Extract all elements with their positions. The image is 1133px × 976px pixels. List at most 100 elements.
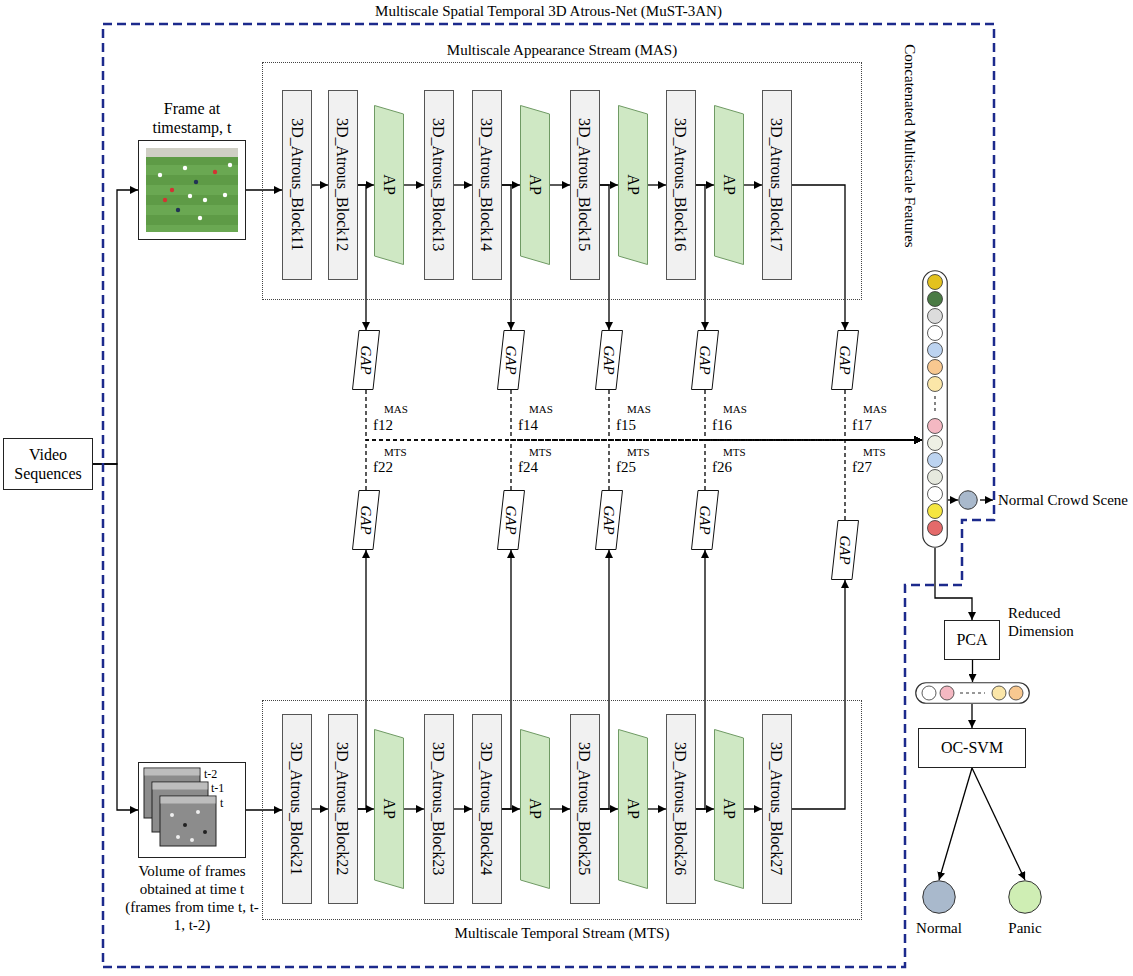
field-photo-part	[176, 208, 180, 212]
pooling-layer: AP	[714, 105, 744, 265]
feature-superscript: MAS	[723, 403, 747, 416]
stream-box-text: Multiscale Appearance Stream (MAS)	[447, 41, 677, 59]
feature-label: f24	[518, 458, 538, 476]
field-photo-part	[146, 148, 238, 157]
atrous-block-text: 3D_Atrous_Block16	[671, 118, 690, 251]
feature-superscript: MAS	[384, 403, 408, 416]
field-photo-part	[158, 173, 162, 177]
class-circle-shape	[1009, 881, 1042, 914]
pooling-layer-text: AP	[525, 175, 544, 195]
gap-layer: GAP	[352, 490, 380, 550]
flow-arrow	[972, 660, 973, 682]
frame-stack-part	[160, 796, 216, 846]
atrous-block-text: 3D_Atrous_Block25	[575, 742, 594, 875]
feature-connector	[705, 440, 922, 490]
field-photo-part	[194, 180, 198, 184]
gap-layer-shape	[596, 491, 623, 550]
reduced-dots	[922, 686, 1023, 700]
flow-arrow	[358, 185, 366, 330]
class-circle: Normal	[922, 880, 956, 914]
flow-arrow	[792, 580, 845, 809]
pooling-layer: AP	[374, 105, 404, 265]
gap-layer: GAP	[595, 330, 623, 390]
reduced-dots-part	[960, 692, 985, 693]
output-circle: Normal Crowd Scene	[958, 490, 978, 510]
field-photo-part	[203, 198, 207, 202]
feature-superscript: MTS	[723, 446, 746, 459]
pooling-layer-shape	[715, 106, 744, 265]
feature-dots-part	[928, 487, 943, 502]
feature-label: f14	[518, 416, 538, 434]
pooling-layer: AP	[520, 105, 550, 265]
stream-box: Multiscale Appearance Stream (MAS)3D_Atr…	[262, 62, 862, 300]
atrous-block-text: 3D_Atrous_Block27	[767, 742, 786, 875]
pooling-layer-text: AP	[623, 799, 642, 819]
pooling-layer-text: AP	[623, 175, 642, 195]
feature-dots-part	[934, 396, 935, 414]
feature-vector-text: Concatenated Multiscale Features	[901, 44, 919, 247]
pooling-layer: AP	[618, 105, 648, 265]
flow-arrow	[502, 550, 511, 809]
atrous-block: 3D_Atrous_Block17	[762, 90, 792, 280]
feature-vector-outline	[922, 270, 948, 548]
gap-layer-shape	[353, 491, 380, 550]
atrous-block: 3D_Atrous_Block24	[472, 714, 502, 904]
gap-layer-text: GAP	[696, 345, 714, 374]
time-label: t-1	[211, 781, 224, 795]
field-photo-part	[163, 198, 167, 202]
frame-stack-part	[161, 797, 216, 804]
pooling-layer-text: AP	[719, 799, 738, 819]
flow-arrow	[358, 550, 366, 809]
gap-layer-text: GAP	[836, 535, 854, 564]
atrous-block: 3D_Atrous_Block27	[762, 714, 792, 904]
atrous-block: 3D_Atrous_Block14	[472, 90, 502, 280]
feature-superscript: MTS	[384, 446, 407, 459]
pooling-layer: AP	[520, 729, 550, 889]
feature-connector	[366, 390, 922, 440]
atrous-block-text: 3D_Atrous_Block23	[429, 742, 448, 875]
flow-arrow	[792, 185, 845, 330]
feature-connector	[705, 390, 922, 440]
pooling-layer: AP	[618, 729, 648, 889]
atrous-block: 3D_Atrous_Block12	[328, 90, 358, 280]
feature-label: f16	[712, 416, 732, 434]
gap-layer: GAP	[497, 330, 525, 390]
pooling-layer-shape	[521, 106, 550, 265]
feature-connector	[609, 390, 922, 440]
feature-label: f27	[852, 458, 872, 476]
reduced-dots-part	[992, 686, 1006, 700]
atrous-block-text: 3D_Atrous_Block22	[333, 742, 352, 875]
stream-box: Multiscale Temporal Stream (MTS)3D_Atrou…	[262, 700, 862, 920]
input-box-text: Video Sequences	[7, 445, 89, 483]
field-photo-part	[170, 188, 174, 192]
feature-label: f26	[712, 458, 732, 476]
flow-arrow	[971, 704, 972, 728]
field-photo-part	[213, 170, 217, 174]
flow-arrow	[93, 464, 138, 810]
feature-superscript: MAS	[863, 403, 887, 416]
flow-arrow	[312, 184, 328, 185]
reduced-dots-part	[940, 686, 954, 700]
feature-dots-part	[928, 419, 943, 434]
feature-connector	[511, 440, 922, 490]
output-circle-text: Normal Crowd Scene	[998, 491, 1128, 509]
classifier-box: OC-SVM	[918, 728, 1026, 768]
feature-dots-part	[928, 453, 943, 468]
pooling-layer-shape	[375, 106, 404, 265]
feature-connector	[511, 390, 922, 440]
feature-dots-part	[928, 436, 943, 451]
gap-layer-text: GAP	[696, 505, 714, 534]
feature-dots-part	[928, 504, 943, 519]
gap-layer-shape	[353, 331, 380, 390]
gap-layer: GAP	[595, 490, 623, 550]
frame-stack-part	[190, 838, 194, 842]
feature-superscript: MAS	[627, 403, 651, 416]
feature-dots-part	[928, 521, 943, 536]
gap-layer-text: GAP	[502, 345, 520, 374]
gap-layer-text: GAP	[357, 345, 375, 374]
feature-connector	[609, 440, 922, 490]
feature-dots-part	[928, 343, 943, 358]
flow-arrow	[744, 808, 762, 809]
